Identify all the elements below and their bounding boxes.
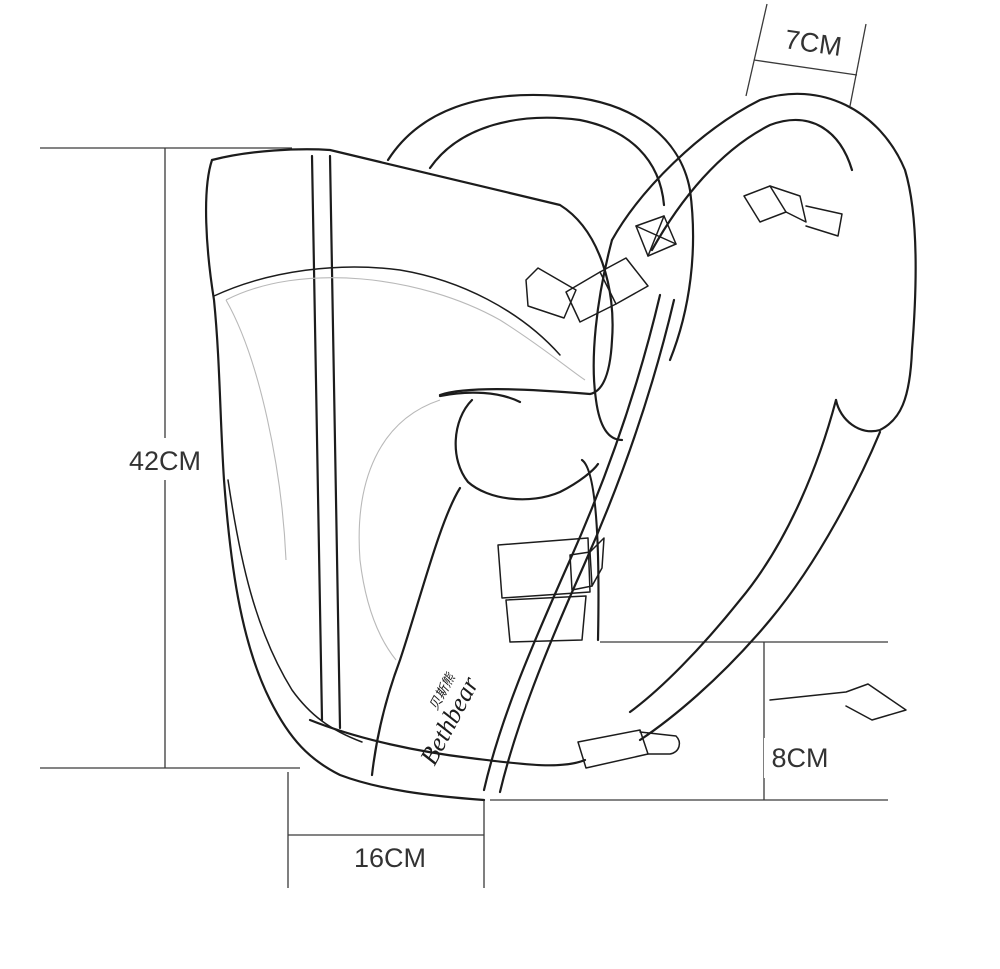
carrier-body — [204, 148, 614, 802]
body-top-padding-seam — [213, 266, 561, 356]
side-panel-back-edge — [580, 458, 600, 642]
depth-dimension: 16CM — [287, 772, 485, 888]
strap-width-right-extension — [849, 23, 867, 107]
center-stripe — [310, 154, 342, 730]
height-dimension: 42CM — [40, 147, 300, 769]
side-height-label-backdrop — [764, 738, 842, 778]
height-label-backdrop — [118, 438, 214, 480]
leg-opening-rim — [438, 391, 522, 404]
stripe-right-line — [328, 154, 342, 730]
shoulder-strap-tab — [525, 267, 577, 319]
chest-buckle — [743, 185, 843, 237]
chest-strap-webbing — [805, 205, 843, 237]
waist-strap-lower — [505, 595, 587, 643]
waist-buckle-clip — [589, 537, 605, 587]
back-strap-outer-edge — [386, 93, 695, 362]
waist-side-panel — [370, 391, 605, 777]
depth-label: 16CM — [354, 843, 426, 873]
front-strap-lower-outer — [638, 430, 882, 742]
brand-logo: Bethbear 贝斯熊 — [414, 669, 485, 769]
shoulder-buckle — [525, 215, 677, 323]
chest-buckle-right — [769, 185, 807, 223]
strap-width-measure-line — [753, 59, 858, 76]
shoulder-buckle-clip — [599, 257, 649, 305]
front-strap-inner-top — [650, 119, 854, 252]
front-strap-left-edge — [592, 238, 624, 442]
inner-contour-top — [225, 277, 586, 381]
inner-contour-leg — [358, 399, 441, 661]
bottom-buckle-body — [577, 729, 649, 769]
front-strap-outer-edge — [610, 92, 917, 433]
x-stitch-cross — [635, 215, 677, 257]
bottom-buckle-clip — [639, 731, 681, 755]
stripe-left-line — [310, 154, 324, 722]
waist-strap-loop — [497, 537, 591, 599]
front-strap-seam-inner — [498, 298, 676, 794]
chest-buckle-left — [743, 185, 787, 223]
bottom-buckle — [577, 683, 907, 769]
strap-width-label: 7CM — [783, 24, 844, 62]
side-height-label: 8CM — [771, 743, 828, 773]
front-strap-seam — [482, 293, 662, 792]
body-top-edge — [210, 148, 614, 397]
strap-width-left-extension — [745, 3, 768, 97]
back-strap-inner-edge — [428, 116, 666, 207]
leg-opening-top — [454, 398, 600, 501]
strap-width-dimension: 7CM — [745, 3, 867, 107]
inner-contour-lines — [225, 277, 586, 661]
front-strap-lower-inner — [628, 398, 838, 714]
front-shoulder-strap — [482, 92, 917, 794]
strap-tail — [769, 683, 907, 721]
back-shoulder-strap — [386, 93, 695, 362]
body-lower-seam — [227, 479, 363, 743]
side-height-dimension: 8CM — [490, 641, 888, 801]
body-bottom-band — [308, 718, 587, 767]
height-label: 42CM — [129, 446, 201, 476]
inner-contour-left — [225, 299, 287, 561]
side-panel-front-edge — [370, 486, 462, 777]
